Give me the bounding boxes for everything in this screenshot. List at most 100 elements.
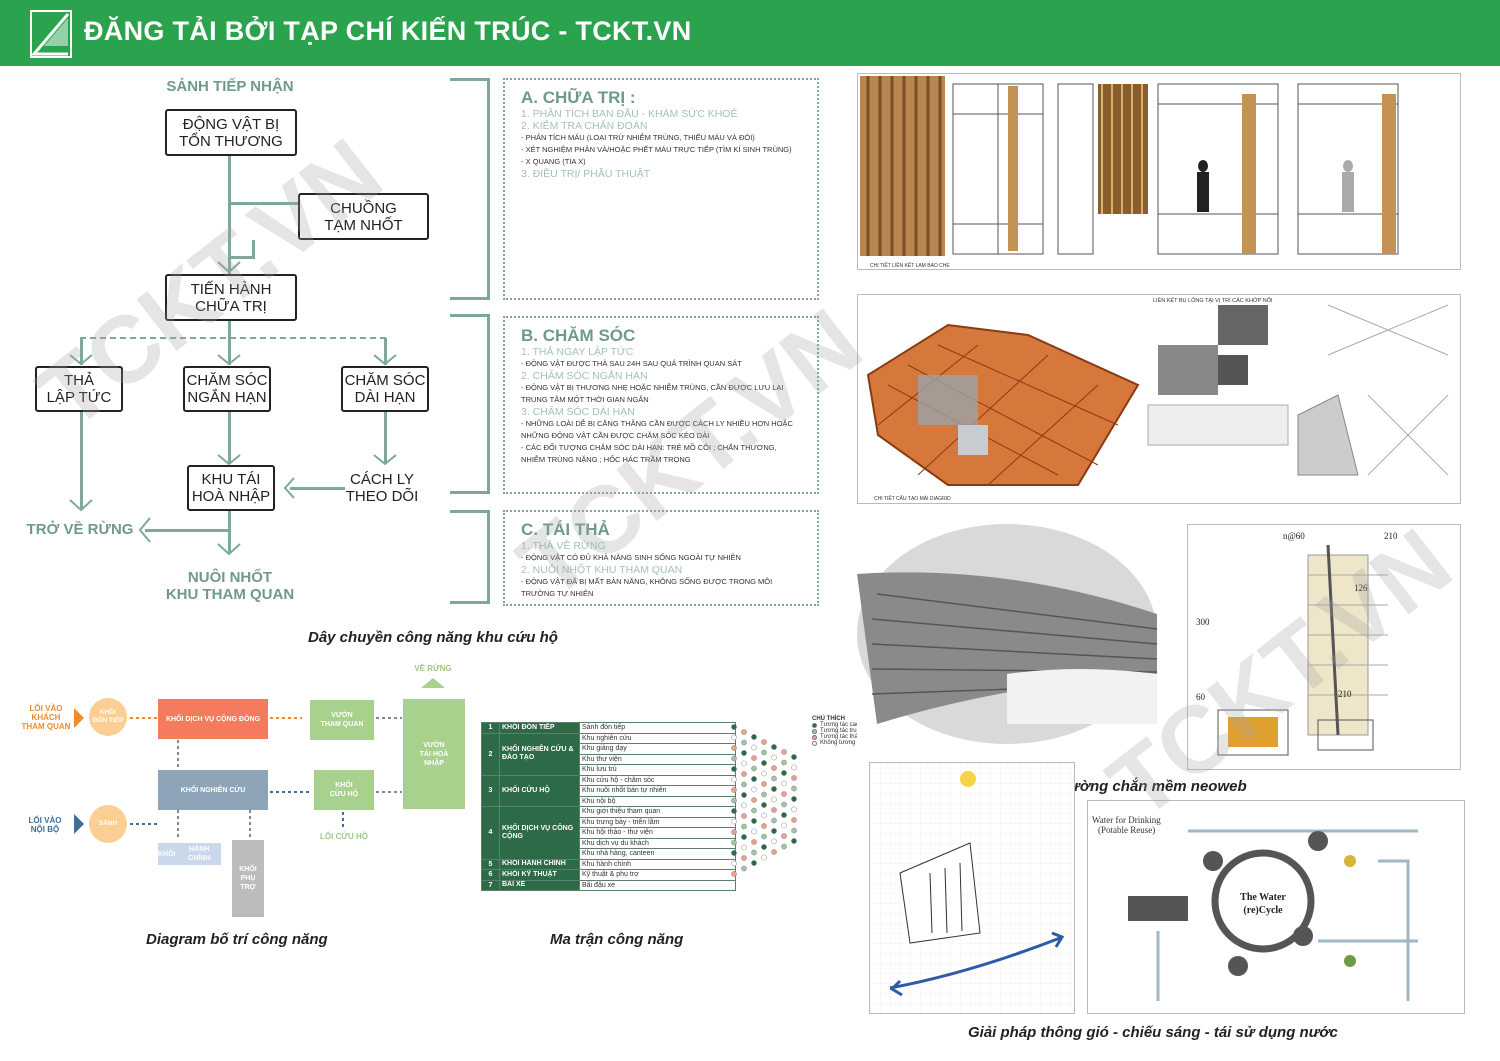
legend-swatch [812,728,817,734]
panel-a-line: 2. KIỂM TRA CHẨN ĐOÁN [521,120,648,132]
panel-b-line: - CÁC ĐỐI TƯỢNG CHĂM SÓC DÀI HẠN: TRẺ MỒ… [521,443,777,464]
wall-dim-6: 210 [1338,689,1352,699]
water-title-line1: Water for Drinking [1092,815,1161,825]
matrix-dot [761,812,767,819]
flow-line-3 [252,240,255,258]
matrix-item: Khu hội thảo - thư viện [579,827,736,839]
wall-dim-1: n@60 [1283,531,1305,541]
matrix-dot [741,760,747,767]
matrix-dot [751,776,757,782]
matrix-dot [771,765,777,771]
box-treat: TIẾN HÀNH CHỮA TRỊ [165,274,297,321]
wall-dim-5: 126 [1354,583,1368,593]
matrix-group-name: KHỐI NGHIÊN CỨU & ĐÀO TẠO [499,732,580,776]
matrix-dot [751,807,757,814]
legend-label: Tương tác thấp [820,734,862,740]
matrix-dot [751,860,757,866]
to-forest-label: VỀ RỪNG [414,664,452,673]
panel-a-line: 1. PHÂN TÍCH BAN ĐẦU - KHÁM SỨC KHOẺ [521,108,738,120]
caption-wall: Tường chắn mềm neoweb [1060,778,1247,795]
matrix-dot [771,828,777,834]
matrix-group-number: 2 [481,732,500,776]
visit-area-line1: NUÔI NHỐT [187,569,273,586]
matrix-dot [781,770,787,776]
water-cycle-line1: The Water [1240,892,1286,903]
box-injured-line1: ĐỘNG VẬT BỊ [182,115,280,133]
wall-dim-2: 210 [1384,531,1398,541]
water-cycle-drawing: The Water (re)Cycle Water for Drinking (… [1092,815,1418,1001]
matrix-item: Khu dịch vụ du khách [579,837,736,849]
matrix-group-name: KHỐI KỸ THUẬT [499,869,580,881]
matrix-dot [731,839,737,846]
panel-b-line: 1. THẢ NGAY LẬP TỨC [521,346,634,358]
matrix-dot [781,791,787,797]
matrix-item: Khu trưng bày - triển lãm [579,816,736,828]
matrix-dot [781,759,787,766]
flow-top-label: SẢNH TIẾP NHẬN [166,78,294,95]
wall-dim-4: 60 [1196,692,1206,702]
panel-a: A. CHỮA TRỊ : 1. PHÂN TÍCH BAN ĐẦU - KHÁ… [503,78,819,300]
panel-b-line: - NHỮNG LOÀI DỄ BỊ CĂNG THẲNG CẦN ĐƯỢC C… [521,419,793,440]
box-reintegrate: KHU TÁI HOÀ NHẬP [187,465,275,511]
matrix-group-name: KHỐI CỨU HỘ [499,774,580,807]
box-temp: CHUỒNG TẠM NHỐT [298,193,429,240]
panel-c-line: - ĐỘNG VẬT ĐÃ BỊ MẤT BẢN NĂNG, KHÔNG SỐN… [521,577,773,598]
box-temp-line1: CHUỒNG [330,199,397,217]
roof-detail-image: LIÊN KẾT BU LÔNG TẠI VỊ TRÍ CÁC KHỚP NỐI… [857,294,1461,504]
block-visit-garden: VƯỜN THAM QUAN [310,700,374,740]
matrix-dot [791,827,797,834]
matrix-dot [771,744,777,750]
matrix-item: Sảnh đón tiếp [579,722,736,734]
flow-line-10 [384,412,387,464]
matrix-dot [791,754,797,760]
legend-item: Không tương tác [812,740,877,746]
matrix-group-name: BÃI XE [499,879,580,891]
matrix-dot [751,849,757,856]
roof-joint-title: LIÊN KẾT BU LÔNG TẠI VỊ TRÍ CÁC KHỚP NỐI [1153,296,1273,304]
matrix-dot [731,787,737,793]
matrix-dot [781,780,787,787]
panel-c-line: 1. THẢ VỀ RỪNG [521,540,606,552]
box-release-line1: THẢ [64,372,94,389]
tech-l3: TRỢ [240,884,256,891]
matrix-dot [741,729,747,735]
matrix-dot [731,860,737,867]
panel-a-line: - X QUANG (TIA X) [521,157,586,166]
legend-label: Tương tác cao [820,722,860,728]
matrix-dot [741,855,747,861]
matrix-dot [761,781,767,787]
matrix-dot [751,755,757,761]
matrix-dot [731,724,737,730]
flow-line-1 [228,156,231,274]
matrix-group-name: KHỐI DỊCH VỤ CÔNG CỘNG [499,806,580,860]
box-treat-line2: CHỮA TRỊ [195,297,267,315]
matrix-dot [771,754,777,761]
logo-icon [30,10,72,58]
block-tech: KHỐI PHỤ TRỢ [232,840,264,917]
matrix-item: Khu giảng dạy [579,743,736,755]
panel-b-heading: B. CHĂM SÓC [521,326,636,345]
matrix-dot [751,744,757,751]
flow-line-4 [228,256,255,259]
matrix-dot [761,802,767,808]
matrix-dot [781,822,787,829]
matrix-dot [761,823,767,829]
matrix-dot [751,797,757,803]
neoweb-section-drawing: n@60 210 300 60 126 210 [1196,531,1398,756]
matrix-dot [771,786,777,792]
matrix-dot [761,791,767,798]
matrix-dot [751,734,757,740]
matrix-dot [751,786,757,793]
matrix-dot [731,734,737,741]
bracket-a [450,78,490,300]
entry-arrows [74,708,84,834]
welcome-line: KHỐI [99,709,117,716]
rescue-l2: CỨU HỘ [329,791,359,798]
matrix-dot [741,813,747,819]
matrix-group-number: 1 [481,722,500,734]
matrix-item: Bãi đậu xe [579,879,736,891]
entry-visitor-l1: LỐI VÀO [29,704,63,713]
